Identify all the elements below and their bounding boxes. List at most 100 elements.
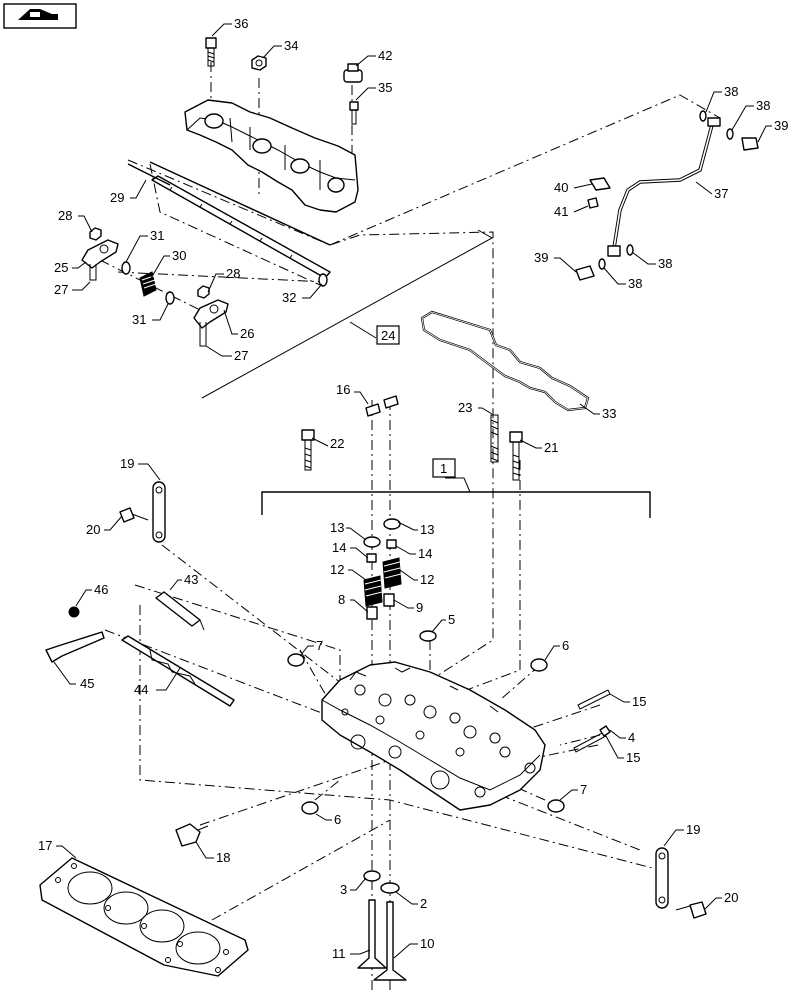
- washer-32: [318, 273, 328, 287]
- callout-labels: 36 34 42 35 29 28 31 30 25 27 28 31 26 2…: [38, 16, 788, 961]
- plugs-7-6: [287, 653, 565, 815]
- keepers-14: [366, 539, 397, 563]
- valve-seats-2-3: [363, 870, 400, 894]
- callout-8: 8: [338, 592, 345, 607]
- oil-tube-37: [607, 117, 721, 257]
- callout-30: 30: [172, 248, 186, 263]
- page-navigation-icon[interactable]: [3, 3, 77, 29]
- callout-4: 4: [628, 730, 635, 745]
- callout-2: 2: [420, 896, 427, 911]
- callout-40: 40: [554, 180, 568, 195]
- valve-cover-gasket-33: [420, 310, 590, 412]
- bolt-36: [205, 37, 217, 67]
- nut-28a: [89, 227, 102, 241]
- callout-27: 27: [54, 282, 68, 297]
- callout-37: 37: [714, 186, 728, 201]
- lever-45: [45, 631, 105, 663]
- spring-30: [139, 271, 157, 297]
- plug-46: [68, 606, 80, 618]
- bracket-40: [589, 177, 611, 191]
- valve-caps-16: [365, 395, 399, 417]
- callout-39: 39: [774, 118, 788, 133]
- bolt-20b: [675, 901, 707, 919]
- callout-31: 31: [132, 312, 146, 327]
- callout-28: 28: [226, 266, 240, 281]
- lifting-eye-19a: [152, 481, 166, 543]
- banjo-bolts-39: [575, 137, 759, 281]
- plug-5: [419, 630, 437, 642]
- valve-cover: [184, 99, 359, 213]
- callout-29: 29: [110, 190, 124, 205]
- rocker-arm-25: [81, 239, 119, 281]
- callout-27: 27: [234, 348, 248, 363]
- callout-46: 46: [94, 582, 108, 597]
- callout-32: 32: [282, 290, 296, 305]
- studs-15: [573, 689, 611, 753]
- callout-14: 14: [418, 546, 432, 561]
- callout-36: 36: [234, 16, 248, 31]
- callout-7: 7: [316, 638, 323, 653]
- callout-7: 7: [580, 782, 587, 797]
- valve-10: [373, 901, 407, 981]
- callout-12: 12: [330, 562, 344, 577]
- callout-45: 45: [80, 676, 94, 691]
- callout-9: 9: [416, 600, 423, 615]
- rocker-arm-26: [193, 299, 229, 347]
- head-gasket-17: [39, 857, 249, 977]
- callout-21: 21: [544, 440, 558, 455]
- callout-31: 31: [150, 228, 164, 243]
- callout-17: 17: [38, 838, 52, 853]
- bolt-20a: [119, 507, 149, 523]
- nut-34: [251, 55, 267, 71]
- washer-31a: [121, 261, 131, 275]
- valve-springs-12: [363, 557, 402, 607]
- bolt-22: [301, 429, 315, 471]
- plug-4: [599, 725, 611, 737]
- washer-31b: [165, 291, 175, 305]
- callout-18: 18: [216, 850, 230, 865]
- leader-lines: [53, 23, 772, 959]
- callout-15: 15: [626, 750, 640, 765]
- nut-28b: [197, 285, 210, 299]
- callout-box-1: [432, 458, 456, 478]
- washers-38: [598, 110, 734, 270]
- callout-34: 34: [284, 38, 298, 53]
- callout-6: 6: [562, 638, 569, 653]
- callout-20: 20: [86, 522, 100, 537]
- bolt-41: [587, 197, 599, 209]
- bolt-21: [509, 431, 523, 481]
- sensor-42: [343, 63, 363, 83]
- callout-19: 19: [120, 456, 134, 471]
- valve-11: [357, 899, 387, 969]
- callout-24: 24: [381, 328, 395, 343]
- assembly-bracket-1: [261, 491, 651, 518]
- callout-42: 42: [378, 48, 392, 63]
- callout-26: 26: [240, 326, 254, 341]
- callout-25: 25: [54, 260, 68, 275]
- callout-5: 5: [448, 612, 455, 627]
- callout-19: 19: [686, 822, 700, 837]
- callout-38: 38: [756, 98, 770, 113]
- retainers-13: [363, 518, 401, 548]
- callout-43: 43: [184, 572, 198, 587]
- bolt-35: [349, 101, 359, 125]
- sensor-18: [175, 823, 209, 847]
- callout-41: 41: [554, 204, 568, 219]
- callout-35: 35: [378, 80, 392, 95]
- callout-23: 23: [458, 400, 472, 415]
- injector-43: [155, 591, 205, 631]
- callout-44: 44: [134, 682, 148, 697]
- callout-11: 11: [332, 946, 346, 961]
- callout-38: 38: [658, 256, 672, 271]
- callout-1: 1: [440, 461, 447, 476]
- callout-22: 22: [330, 436, 344, 451]
- callout-14: 14: [332, 540, 346, 555]
- callout-38: 38: [724, 84, 738, 99]
- callout-10: 10: [420, 936, 434, 951]
- callout-38: 38: [628, 276, 642, 291]
- callout-33: 33: [602, 406, 616, 421]
- callout-12: 12: [420, 572, 434, 587]
- callout-20: 20: [724, 890, 738, 905]
- callout-box-24: [376, 325, 400, 345]
